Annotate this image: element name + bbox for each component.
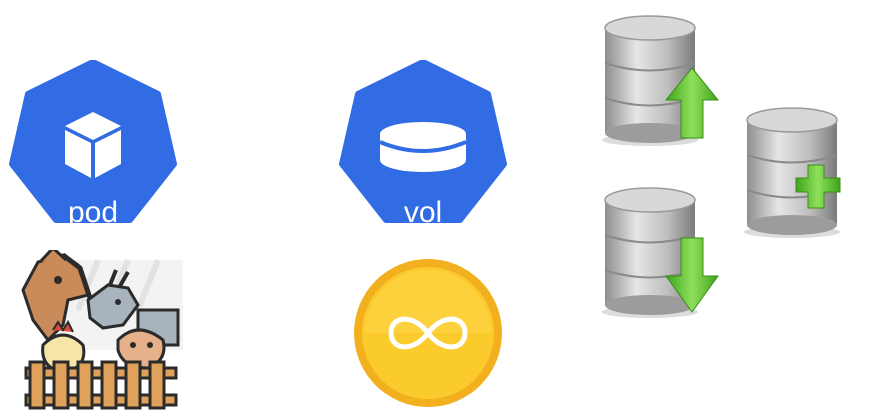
heptagon-icon [9,60,177,223]
infinity-coin-icon [353,258,503,408]
database-add-icon [742,100,867,240]
pod-label: pod [67,196,119,229]
vol-label: vol [403,196,443,229]
vol-badge: vol [338,60,508,240]
pod-badge: pod [8,60,178,240]
infinity-icon [388,316,468,350]
cube-icon [63,110,123,180]
database-download-icon [600,180,725,320]
disk-icon [378,120,468,176]
database-upload-icon [600,8,725,148]
farm-animals-icon [18,250,183,410]
